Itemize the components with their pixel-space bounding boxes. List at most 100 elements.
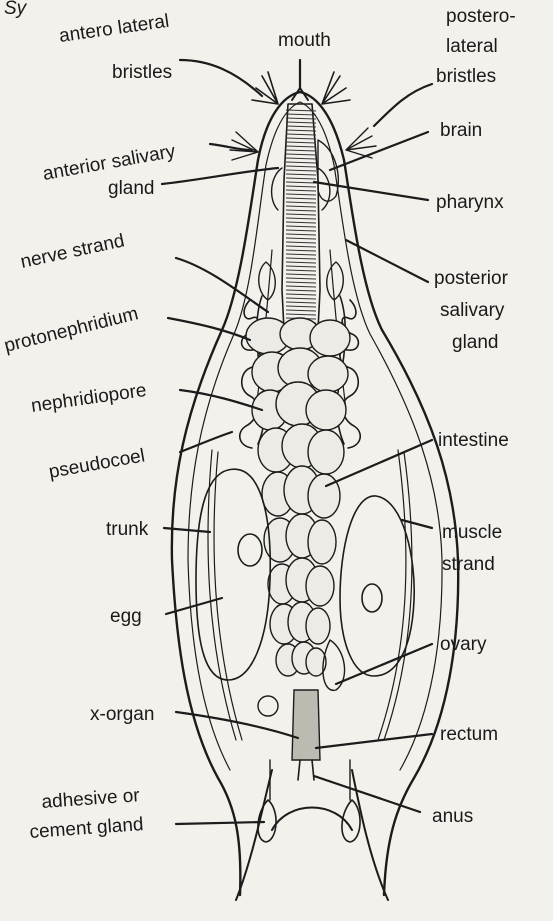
label-mouth: mouth: [278, 30, 331, 51]
intestine-cell: [308, 474, 340, 518]
label-postero-lateral-bristles: postero-: [446, 6, 516, 27]
label-intestine: intestine: [438, 430, 509, 451]
intestine-cell: [308, 430, 344, 474]
pharynx-stripe: [286, 226, 316, 227]
label-egg: egg: [110, 606, 142, 627]
pharynx-stripe: [286, 146, 316, 147]
label-muscle-strand-2: strand: [442, 554, 495, 575]
pharynx-stripe: [286, 206, 316, 207]
pharynx-stripe: [286, 174, 316, 175]
label-postero-lateral-bristles-2: lateral: [446, 36, 498, 57]
pharynx-stripe: [286, 266, 316, 267]
antero-lateral-bristles: [252, 72, 278, 104]
pharynx-stripe: [286, 258, 316, 259]
egg-left-nucleus: [238, 534, 262, 566]
pharynx-stripe: [286, 270, 316, 271]
pharynx-stripe: [286, 310, 316, 311]
label-nephridiopore: nephridiopore: [30, 380, 148, 417]
label-posterior-salivary-gland-3: gland: [452, 332, 499, 353]
pharynx-stripe: [286, 190, 316, 191]
pharynx-stripe: [286, 158, 316, 159]
lateral-bristle-tufts: [230, 128, 376, 160]
pharynx-stripe: [286, 178, 316, 179]
pharynx-stripe: [286, 290, 316, 291]
egg-left: [196, 469, 270, 680]
label-x-organ: x-organ: [90, 704, 154, 725]
label-pharynx: pharynx: [436, 192, 504, 213]
label-anterior-salivary-gland-2: gland: [108, 178, 155, 199]
pharynx-striations: [286, 110, 316, 327]
intestine-cell: [308, 356, 348, 392]
adhesive-duct: [270, 760, 350, 800]
pharynx-stripe: [286, 130, 316, 131]
pharynx-stripe: [286, 306, 316, 307]
pharynx-stripe: [286, 222, 316, 223]
anus: [298, 760, 314, 780]
pharynx-stripe: [286, 250, 316, 251]
label-muscle-strand: muscle: [442, 522, 502, 543]
intestine-cell: [310, 320, 350, 356]
label-brain: brain: [440, 120, 482, 141]
pharynx-stripe: [286, 262, 316, 263]
pharynx-stripe: [286, 230, 316, 231]
label-pseudocoel: pseudocoel: [47, 445, 146, 483]
pharynx-stripe: [286, 166, 316, 167]
pharynx-stripe: [286, 282, 316, 283]
label-antero-lateral-bristles-2: bristles: [112, 62, 172, 83]
pharynx-stripe: [286, 246, 316, 247]
pharynx-stripe: [286, 218, 316, 219]
label-postero-lateral-bristles-3: bristles: [436, 66, 496, 87]
pharynx-stripe: [286, 278, 316, 279]
label-rectum: rectum: [440, 724, 498, 745]
pharynx-stripe: [286, 238, 316, 239]
label-posterior-salivary-gland-2: salivary: [440, 300, 505, 321]
intestine-cell: [306, 566, 334, 606]
pharynx-stripe: [286, 298, 316, 299]
pharynx-stripe: [286, 150, 316, 151]
pharynx-stripe: [286, 254, 316, 255]
pharynx-stripe: [286, 274, 316, 275]
intestine-cell: [306, 390, 346, 430]
label-adhesive-gland-2: cement gland: [29, 814, 144, 843]
intestine-cell: [308, 520, 336, 564]
pharynx-stripe: [286, 142, 316, 143]
pharynx-stripe: [286, 294, 316, 295]
pharynx-stripe: [286, 202, 316, 203]
label-antero-lateral-bristles: antero lateral: [58, 11, 171, 47]
label-ovary: ovary: [440, 634, 487, 655]
label-anus: anus: [432, 806, 473, 827]
pharynx-stripe: [286, 242, 316, 243]
pharynx-stripe: [286, 126, 316, 127]
intestine-cell: [306, 608, 330, 644]
rectum: [292, 690, 320, 760]
pharynx-stripe: [286, 170, 316, 171]
pharynx-stripe: [286, 182, 316, 183]
pharynx-stripe: [286, 114, 316, 115]
pharynx-stripe: [286, 138, 316, 139]
label-protonephridium: protonephridium: [2, 303, 140, 357]
pharynx-stripe: [286, 194, 316, 195]
pharynx-stripe: [286, 314, 316, 315]
x-organ: [258, 696, 278, 716]
pharynx-stripe: [286, 302, 316, 303]
pharynx-stripe: [286, 162, 316, 163]
postero-lateral-bristles: [322, 72, 350, 104]
pharynx-stripe: [286, 122, 316, 123]
pharynx-stripe: [286, 210, 316, 211]
label-adhesive-gland: adhesive or: [41, 785, 141, 813]
pharynx-stripe: [286, 154, 316, 155]
pharynx-stripe: [286, 198, 316, 199]
egg-right-nucleus: [362, 584, 382, 612]
pharynx-stripe: [286, 186, 316, 187]
label-top-fragment: Sy: [4, 0, 28, 19]
pharynx-stripe: [286, 134, 316, 135]
pharynx-stripe: [286, 286, 316, 287]
pharynx-stripe: [286, 234, 316, 235]
label-trunk: trunk: [106, 519, 149, 540]
pharynx-stripe: [286, 214, 316, 215]
label-posterior-salivary-gland: posterior: [434, 268, 509, 289]
label-nerve-strand: nerve strand: [19, 230, 127, 273]
pharynx-stripe: [286, 118, 316, 119]
